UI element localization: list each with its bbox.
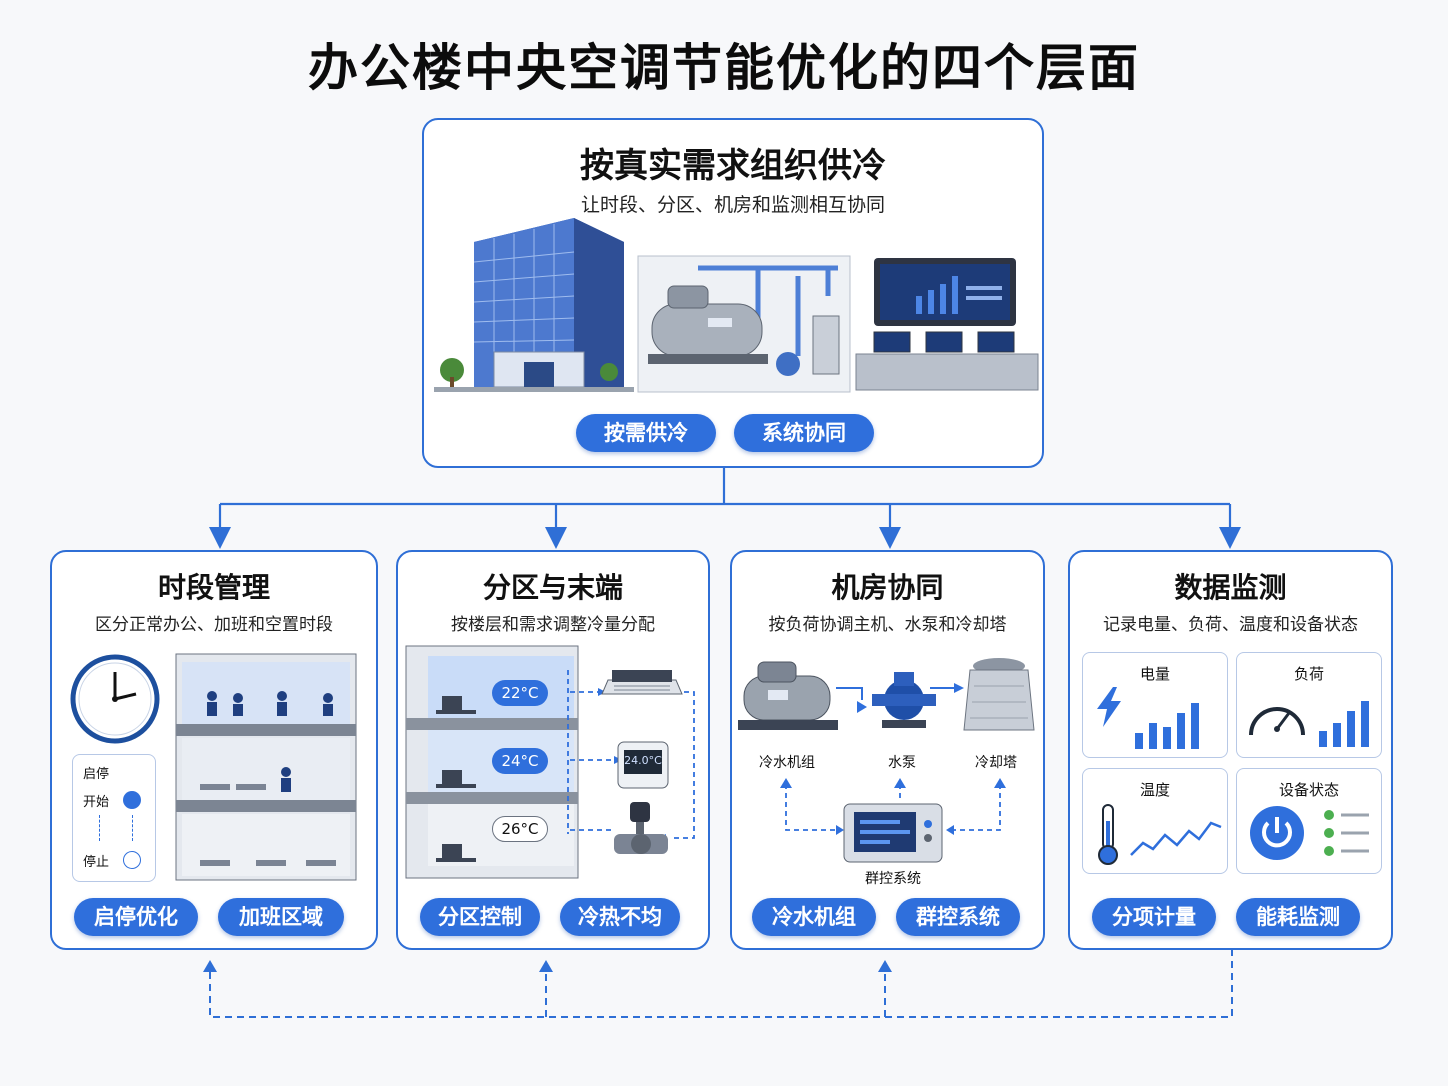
panel-temperature: 温度 xyxy=(1082,768,1228,874)
tag-overtime-zone: 加班区域 xyxy=(218,898,344,936)
label-group-control: 群控系统 xyxy=(865,871,921,887)
card-heading: 分区与末端 xyxy=(482,571,623,604)
label-chiller: 冷水机组 xyxy=(759,755,815,771)
tag-uneven-cooling: 冷热不均 xyxy=(560,898,680,936)
panel-load: 负荷 xyxy=(1236,652,1382,758)
start-radio[interactable] xyxy=(123,791,141,809)
thermostat-icon xyxy=(617,741,669,789)
thermometer-icon xyxy=(1098,804,1118,865)
plant-flow-arrows xyxy=(780,683,1006,835)
label-cooling-tower: 冷却塔 xyxy=(975,755,1017,771)
panel-title: 设备状态 xyxy=(1278,781,1339,799)
tag-system-coordination: 系统协同 xyxy=(734,414,874,452)
card-subtitle: 区分正常办公、加班和空置时段 xyxy=(95,615,333,635)
tag-group-control: 群控系统 xyxy=(896,898,1020,936)
card-heading: 机房协同 xyxy=(831,571,944,604)
load-bar-chart xyxy=(1319,701,1369,747)
office-floors-illustration xyxy=(175,653,357,881)
card-subtitle: 按楼层和需求调整冷量分配 xyxy=(451,615,655,635)
panel-title: 电量 xyxy=(1139,665,1170,683)
schedule-stop-label: 停止 xyxy=(83,855,110,870)
electricity-bar-chart xyxy=(1135,703,1199,749)
card-subtitle: 记录电量、负荷、温度和设备状态 xyxy=(1103,615,1358,635)
top-card: 按真实需求组织供冷 让时段、分区、机房和监测相互协同 xyxy=(422,118,1044,468)
chiller-unit-icon xyxy=(738,661,838,730)
power-icon xyxy=(1250,806,1304,860)
card-data-monitoring: 数据监测 记录电量、负荷、温度和设备状态 电量 负荷 xyxy=(1068,550,1393,950)
schedule-title: 启停 xyxy=(83,767,110,782)
card-zoning-terminals: 分区与末端 按楼层和需求调整冷量分配 22°C 24°C 26°C xyxy=(396,550,710,950)
office-building-illustration xyxy=(434,218,634,392)
thermostat-reading: 24.0°C xyxy=(624,754,662,767)
group-control-panel-icon xyxy=(843,803,943,863)
clock-icon xyxy=(70,654,160,744)
page-title: 办公楼中央空调节能优化的四个层面 xyxy=(308,39,1140,97)
card-heading: 数据监测 xyxy=(1174,571,1287,604)
zone-temp-1: 22°C xyxy=(492,680,548,706)
cooling-tower-icon xyxy=(963,658,1035,731)
tag-zone-control: 分区控制 xyxy=(420,898,540,936)
zone-temp-3: 26°C xyxy=(492,816,548,842)
panel-electricity: 电量 xyxy=(1082,652,1228,758)
tag-submetering: 分项计量 xyxy=(1092,898,1216,936)
gauge-icon xyxy=(1249,707,1305,736)
lightning-icon xyxy=(1097,687,1121,727)
card-plant-coordination: 机房协同 按负荷协调主机、水泵和冷却塔 xyxy=(730,550,1045,950)
zone-temp-2: 24°C xyxy=(492,748,548,774)
tag-chiller-unit: 冷水机组 xyxy=(752,898,876,936)
panel-equipment-status: 设备状态 xyxy=(1236,768,1382,874)
card-heading: 时段管理 xyxy=(157,571,270,604)
tag-on-demand-cooling: 按需供冷 xyxy=(576,414,716,452)
panel-title: 负荷 xyxy=(1293,665,1324,683)
temperature-trend-line xyxy=(1130,821,1222,856)
stop-radio[interactable] xyxy=(123,851,141,869)
water-pump-icon xyxy=(872,672,936,728)
top-card-heading: 按真实需求组织供冷 xyxy=(580,146,886,186)
schedule-start-label: 开始 xyxy=(83,795,110,810)
chiller-room-illustration xyxy=(637,255,851,393)
control-center-illustration xyxy=(855,258,1039,391)
status-list-icon xyxy=(1324,810,1369,856)
tag-energy-monitoring: 能耗监测 xyxy=(1236,898,1360,936)
label-pump: 水泵 xyxy=(888,755,916,771)
ceiling-cassette-icon xyxy=(601,670,683,695)
start-stop-schedule: 启停 开始 停止 xyxy=(72,754,156,882)
card-schedule-management: 时段管理 区分正常办公、加班和空置时段 启停 开始 停止 xyxy=(50,550,378,950)
top-card-subtitle: 让时段、分区、机房和监测相互协同 xyxy=(580,194,885,216)
card-subtitle: 按负荷协调主机、水泵和冷却塔 xyxy=(768,615,1007,635)
panel-title: 温度 xyxy=(1139,781,1170,799)
valve-icon xyxy=(614,802,668,854)
tag-start-stop-optimization: 启停优化 xyxy=(74,898,198,936)
